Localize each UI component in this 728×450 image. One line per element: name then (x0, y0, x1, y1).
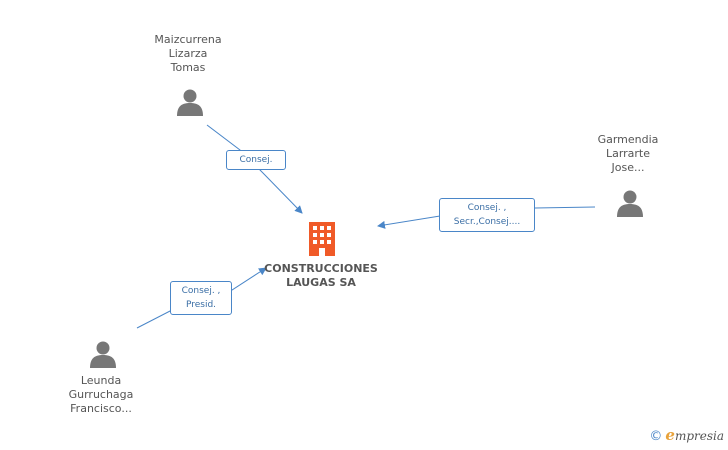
company-name-line1: CONSTRUCCIONES (264, 262, 378, 275)
empresia-logo: ©empresia (649, 426, 724, 444)
person-icon[interactable] (176, 88, 204, 116)
person-name-line: Lizarza (168, 47, 208, 60)
person-name-line: Garmendia (597, 133, 659, 146)
person-label-maizcurrena[interactable]: Maizcurrena Lizarza Tomas (133, 33, 243, 75)
person-name-line: Tomas (170, 61, 206, 74)
person-name-line: Larrarte (605, 147, 651, 160)
person-label-leunda[interactable]: Leunda Gurruchaga Francisco... (46, 374, 156, 416)
relation-role: Presid. (185, 300, 217, 310)
person-label-garmendia[interactable]: Garmendia Larrarte Jose... (573, 133, 683, 175)
person-name-line: Gurruchaga (68, 388, 134, 401)
relation-role: Secr.,Consej.... (453, 217, 521, 227)
person-icon[interactable] (89, 340, 117, 368)
relation-label-garmendia[interactable]: Consej. , Secr.,Consej.... (439, 198, 535, 232)
company-name[interactable]: CONSTRUCCIONES LAUGAS SA (241, 262, 401, 290)
brand-name: mpresia (674, 429, 724, 443)
relation-role: Consej. (239, 155, 273, 165)
person-icon[interactable] (616, 189, 644, 217)
building-icon[interactable] (307, 222, 337, 256)
relation-label-maizcurrena[interactable]: Consej. (226, 150, 286, 170)
person-name-line: Jose... (611, 161, 645, 174)
brand-initial: e (665, 426, 675, 444)
relation-role: Consej. , (181, 286, 221, 296)
relation-role: Consej. , (467, 203, 507, 213)
copyright-icon: © (649, 429, 663, 444)
relation-label-leunda[interactable]: Consej. , Presid. (170, 281, 232, 315)
person-name-line: Leunda (80, 374, 122, 387)
company-name-line2: LAUGAS SA (286, 276, 356, 289)
person-name-line: Maizcurrena (154, 33, 222, 46)
person-name-line: Francisco... (70, 402, 132, 415)
